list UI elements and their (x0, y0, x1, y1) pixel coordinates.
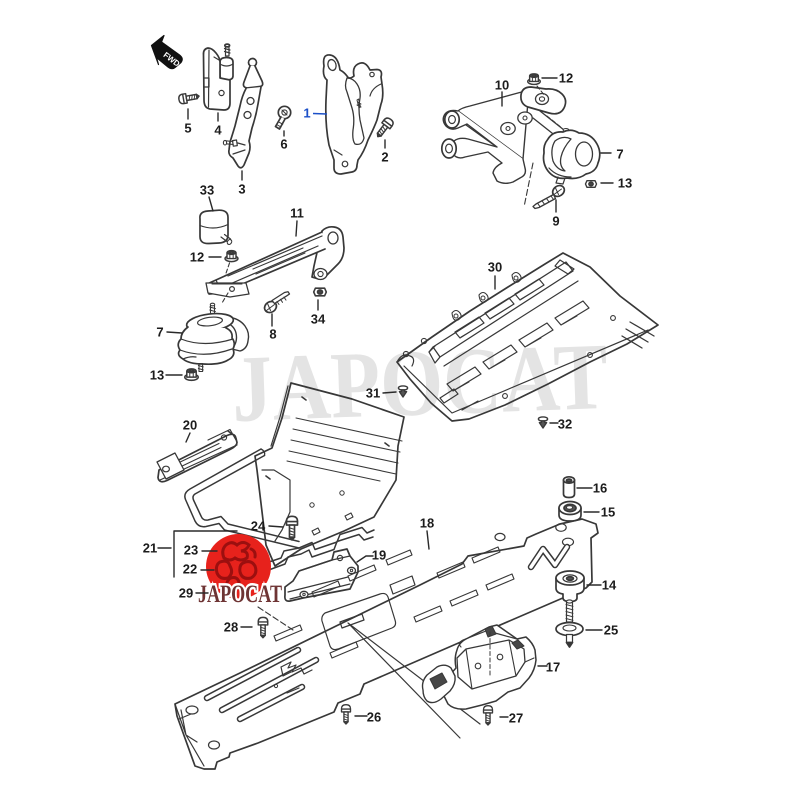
svg-text:6: 6 (280, 137, 287, 152)
svg-text:15: 15 (601, 505, 615, 520)
svg-text:JAPOCAT: JAPOCAT (198, 581, 282, 608)
svg-text:2: 2 (381, 150, 388, 165)
svg-text:34: 34 (311, 312, 326, 327)
svg-text:28: 28 (224, 620, 238, 635)
svg-text:22: 22 (183, 562, 197, 577)
svg-text:12: 12 (559, 71, 573, 86)
svg-text:5: 5 (184, 121, 191, 136)
svg-text:10: 10 (495, 78, 509, 93)
svg-text:3: 3 (238, 182, 245, 197)
svg-text:30: 30 (488, 260, 502, 275)
svg-text:14: 14 (602, 578, 617, 593)
svg-text:21: 21 (143, 541, 157, 556)
svg-text:29: 29 (179, 586, 193, 601)
svg-text:23: 23 (184, 543, 198, 558)
svg-text:19: 19 (372, 548, 386, 563)
svg-text:1: 1 (303, 106, 310, 121)
svg-text:25: 25 (604, 623, 618, 638)
svg-text:4: 4 (214, 123, 222, 138)
svg-text:12: 12 (190, 250, 204, 265)
svg-text:32: 32 (558, 417, 572, 432)
svg-text:18: 18 (420, 516, 434, 531)
svg-text:33: 33 (200, 183, 214, 198)
svg-text:7: 7 (156, 325, 163, 340)
svg-text:24: 24 (251, 519, 266, 534)
svg-text:9: 9 (552, 214, 559, 229)
svg-text:27: 27 (509, 711, 523, 726)
svg-text:31: 31 (366, 386, 380, 401)
svg-text:11: 11 (290, 206, 304, 221)
svg-text:7: 7 (616, 147, 623, 162)
svg-text:13: 13 (150, 368, 164, 383)
svg-text:17: 17 (546, 660, 560, 675)
svg-text:26: 26 (367, 710, 381, 725)
svg-text:13: 13 (618, 176, 632, 191)
svg-text:8: 8 (269, 327, 276, 342)
svg-text:20: 20 (183, 418, 197, 433)
svg-text:16: 16 (593, 481, 607, 496)
